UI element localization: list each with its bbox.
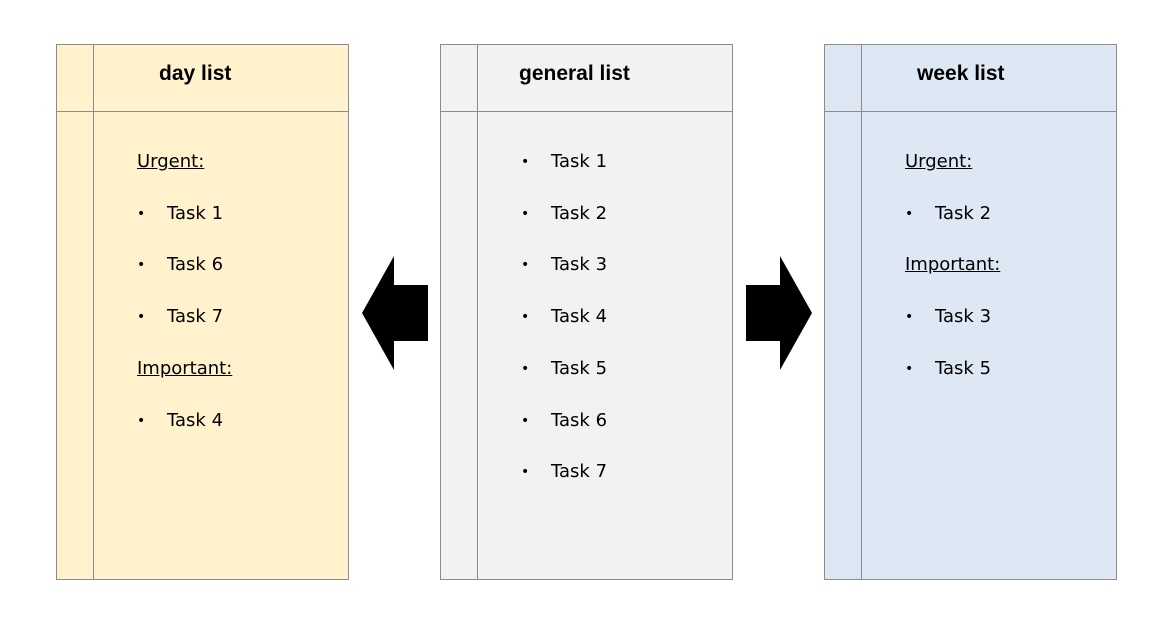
list-heading-label: Important:: [137, 357, 233, 379]
bullet-icon: •: [521, 257, 530, 274]
bullet-icon: •: [905, 309, 914, 326]
bullet-icon: •: [905, 360, 914, 377]
bullet-icon: •: [521, 412, 530, 429]
list-item-label: Task 6: [167, 254, 224, 276]
list-item-label: Task 2: [935, 202, 992, 224]
list-item-label: Task 4: [551, 306, 608, 328]
bullet-icon: •: [137, 257, 146, 274]
week-list-title: week list: [917, 62, 1005, 85]
bullet-icon: •: [521, 154, 530, 170]
day-list-title: day list: [159, 62, 232, 85]
list-heading-label: Urgent:: [905, 151, 973, 172]
list-heading: Important:: [905, 253, 1000, 277]
arrow-left-icon: [362, 256, 428, 370]
bullet-icon: •: [521, 205, 530, 222]
list-item-label: Task 6: [551, 409, 608, 431]
header-divider: [825, 111, 1116, 112]
bullet-icon: •: [137, 205, 146, 222]
list-item-label: Task 3: [551, 254, 608, 276]
list-item-label: Task 3: [935, 306, 992, 328]
day-list-panel: day list Urgent: • Task 1 • Task 6 • Task 7 Imp…: [56, 44, 349, 580]
list-item-label: Task 5: [551, 357, 608, 379]
list-item-label: Task 7: [551, 461, 608, 483]
list-item-label: Task 1: [167, 202, 224, 224]
bullet-icon: •: [521, 464, 530, 481]
list-item-label: Task 2: [551, 202, 608, 224]
general-list-title: general list: [519, 62, 630, 85]
list-item-label: Task 4: [167, 409, 224, 431]
week-list-panel: week list Urgent: • Task 2 Important: • Task …: [824, 44, 1117, 580]
bullet-icon: •: [521, 309, 530, 326]
list-heading: Urgent:: [137, 150, 204, 174]
list-item-label: Task 7: [167, 306, 224, 328]
bullet-icon: •: [137, 309, 146, 326]
bullet-icon: •: [905, 205, 914, 222]
bullet-icon: •: [521, 360, 530, 377]
margin-line: [861, 45, 862, 579]
list-heading: Important:: [137, 357, 232, 381]
header-divider: [57, 111, 348, 112]
bullet-icon: •: [137, 412, 146, 429]
margin-line: [93, 45, 94, 579]
margin-line: [477, 45, 478, 579]
arrow-right-icon: [746, 256, 812, 370]
list-item-label: Task 5: [935, 357, 992, 379]
header-divider: [441, 111, 732, 112]
list-item-label: Task 1: [551, 151, 608, 172]
list-heading: Urgent:: [905, 150, 972, 174]
list-heading-label: Important:: [905, 254, 1001, 276]
general-list-panel: general list • Task 1 • Task 2 • Task 3 • Task …: [440, 44, 733, 580]
list-heading-label: Urgent:: [137, 151, 205, 172]
